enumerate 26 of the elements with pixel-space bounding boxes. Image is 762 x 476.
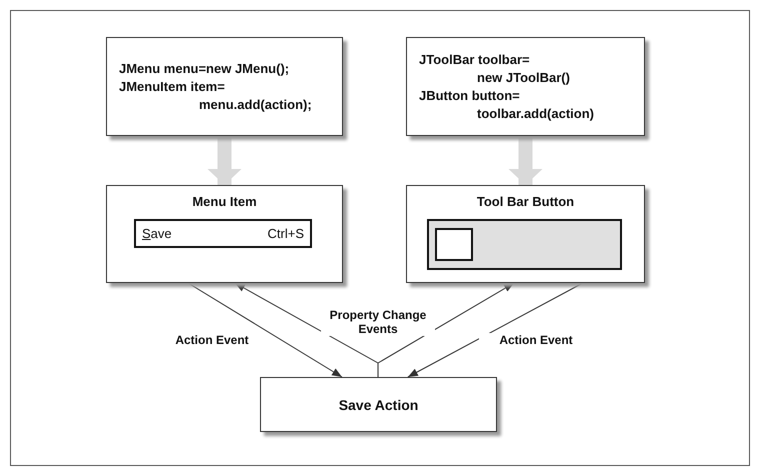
- code-line: JButton button=: [419, 86, 521, 104]
- menu-label: Save: [142, 226, 172, 241]
- code-line: JMenuItem item=: [119, 78, 226, 96]
- box-title: Tool Bar Button: [476, 194, 576, 209]
- box-title: Menu Item: [191, 194, 258, 209]
- code-box: [406, 37, 645, 136]
- block-arrow: [208, 136, 242, 185]
- toolbar: [427, 219, 622, 270]
- box-title: Save Action: [338, 396, 418, 412]
- code-line: new JToolBar(): [476, 68, 571, 86]
- block-arrow: [508, 136, 542, 185]
- code-box: [106, 37, 343, 136]
- action-box: [260, 377, 497, 432]
- code-line: toolbar.add(action): [476, 104, 595, 122]
- arrow: [188, 282, 342, 378]
- code-line: JMenu menu=new JMenu();: [119, 60, 290, 78]
- panel-box: [106, 185, 343, 283]
- menu-item: [134, 219, 312, 248]
- toolbar-button: [435, 228, 473, 261]
- arrow: [378, 282, 515, 378]
- code-line: menu.add(action);: [198, 96, 313, 114]
- arrow: [407, 282, 584, 378]
- edge-label: Property Change Events: [321, 308, 435, 336]
- panel-box: [406, 185, 645, 283]
- shortcut-label: Ctrl+S: [268, 226, 304, 241]
- code-line: JToolBar toolbar=: [419, 50, 531, 68]
